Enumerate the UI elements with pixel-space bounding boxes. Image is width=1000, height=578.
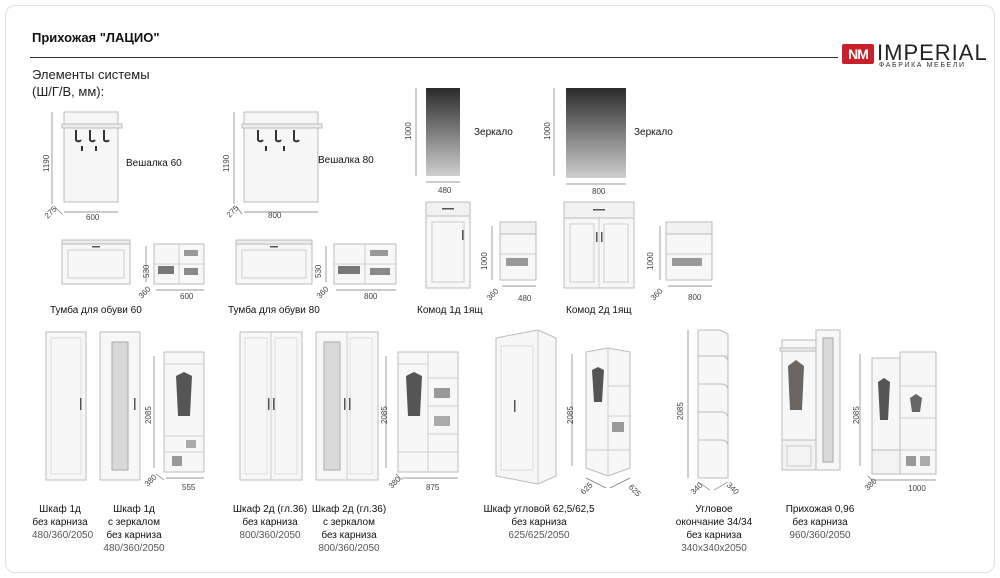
wardrobe-1d-height: 2085 xyxy=(144,406,153,424)
wardrobe-1d-drawing xyxy=(45,331,205,481)
mirror-800-drawing xyxy=(553,88,626,185)
hanger-60-width: 600 xyxy=(86,213,100,222)
subtitle-line-1: Элементы системы xyxy=(32,67,150,82)
corner-end-dims: 340x340x2050 xyxy=(681,543,747,554)
hallway-096-width: 1000 xyxy=(908,484,926,493)
wardrobe-2d-drawing xyxy=(239,331,459,481)
corner-end-height: 2085 xyxy=(676,402,685,420)
wardrobe-2d-height: 2085 xyxy=(380,406,389,424)
shoe-cabinet-60-height: 530 xyxy=(142,264,151,278)
wardrobe-1d-mirror-line2: с зеркалом xyxy=(108,517,160,528)
shoe-cabinet-80-width: 800 xyxy=(364,292,378,301)
wardrobe-1d-line1: Шкаф 1д xyxy=(39,504,81,515)
wardrobe-2d-mirror-caption: Шкаф 2д (гл.36) с зеркалом без карниза 8… xyxy=(309,503,389,555)
corner-end-line2: окончание 34/34 xyxy=(675,517,753,528)
mirror-800-height: 1000 xyxy=(543,122,552,140)
shoe-cabinet-80-height: 530 xyxy=(314,264,323,278)
mirror-480-height: 1000 xyxy=(404,122,413,140)
mirror-480-drawing xyxy=(415,88,460,183)
wardrobe-2d-mirror-dims: 800/360/2050 xyxy=(318,543,380,554)
corner-wardrobe-caption: Шкаф угловой 62,5/62,5 без карниза 625/6… xyxy=(468,503,610,542)
wardrobe-2d-mirror-line3: без карниза xyxy=(321,530,377,541)
header-rule xyxy=(30,57,838,58)
corner-end-drawing xyxy=(687,329,729,491)
corner-end-caption: Угловое окончание 34/34 без карниза 340x… xyxy=(672,503,756,555)
hallway-096-height: 2085 xyxy=(852,406,861,424)
hallway-096-line1: Прихожая 0,96 xyxy=(785,504,855,515)
brand-tagline: ФАБРИКА МЕБЕЛИ xyxy=(879,62,966,69)
dresser-2d-drawing xyxy=(563,201,713,289)
hallway-096-caption: Прихожая 0,96 без карниза 960/360/2050 xyxy=(778,503,862,542)
shoe-cabinet-80-caption: Тумба для обуви 80 xyxy=(228,305,320,316)
page-title: Прихожая "ЛАЦИО" xyxy=(32,30,160,45)
dresser-2d-width: 800 xyxy=(688,293,702,302)
corner-wardrobe-drawing xyxy=(495,329,631,489)
wardrobe-2d-line1: Шкаф 2д (гл.36) xyxy=(232,504,308,515)
wardrobe-1d-mirror-dims: 480/360/2050 xyxy=(103,543,165,554)
mirror-480-width: 480 xyxy=(438,186,452,195)
wardrobe-1d-mirror-caption: Шкаф 1д с зеркалом без карниза 480/360/2… xyxy=(101,503,167,555)
shoe-cabinet-80-drawing xyxy=(235,239,397,291)
wardrobe-2d-caption: Шкаф 2д (гл.36) без карниза 800/360/2050 xyxy=(231,503,309,542)
wardrobe-1d-caption: Шкаф 1д без карниза 480/360/2050 xyxy=(32,503,94,542)
wardrobe-2d-dims: 800/360/2050 xyxy=(239,530,301,541)
wardrobe-1d-line2: без карниза xyxy=(32,517,88,528)
corner-wardrobe-height: 2085 xyxy=(566,406,575,424)
dresser-1d-width: 480 xyxy=(518,294,532,303)
wardrobe-1d-mirror-line3: без карниза xyxy=(106,530,162,541)
dresser-1d-height: 1000 xyxy=(480,252,489,270)
wardrobe-1d-dims: 480/360/2050 xyxy=(32,530,94,541)
shoe-cabinet-60-caption: Тумба для обуви 60 xyxy=(50,305,142,316)
dresser-1d-drawing xyxy=(425,201,537,289)
hallway-096-dims: 960/360/2050 xyxy=(789,530,851,541)
hanger-60-height: 1190 xyxy=(42,154,51,172)
hanger-60-drawing xyxy=(51,111,123,215)
wardrobe-2d-mirror-line2: с зеркалом xyxy=(323,517,375,528)
corner-end-line1: Угловое xyxy=(695,504,733,515)
wardrobe-2d-line2: без карниза xyxy=(242,517,298,528)
hallway-096-line2: без карниза xyxy=(792,517,848,528)
corner-end-line3: без карниза xyxy=(686,530,742,541)
dresser-1d-caption: Комод 1д 1ящ xyxy=(417,305,483,316)
wardrobe-2d-width: 875 xyxy=(426,483,440,492)
mirror-800-width: 800 xyxy=(592,187,606,196)
mirror-800-label: Зеркало xyxy=(634,127,673,138)
corner-wardrobe-line2: без карниза xyxy=(511,517,567,528)
wardrobe-1d-width: 555 xyxy=(182,483,196,492)
shoe-cabinet-60-width: 600 xyxy=(180,292,194,301)
brand-name: IMPERIAL xyxy=(877,40,988,65)
brand-logo-mark: NM xyxy=(842,44,874,64)
corner-wardrobe-line1: Шкаф угловой 62,5/62,5 xyxy=(483,504,595,515)
hanger-80-label: Вешалка 80 xyxy=(318,155,374,166)
hanger-80-width: 800 xyxy=(268,211,282,220)
hanger-80-drawing xyxy=(233,111,323,215)
dresser-2d-height: 1000 xyxy=(646,252,655,270)
mirror-480-label: Зеркало xyxy=(474,127,513,138)
brand-logo-letters: NM xyxy=(848,46,869,62)
wardrobe-2d-mirror-line1: Шкаф 2д (гл.36) xyxy=(311,504,387,515)
subtitle-line-2: (Ш/Г/В, мм): xyxy=(32,84,105,99)
hanger-80-height: 1190 xyxy=(222,154,231,172)
hallway-096-drawing xyxy=(779,329,937,483)
dresser-2d-caption: Комод 2д 1ящ xyxy=(566,305,632,316)
hanger-60-label: Вешалка 60 xyxy=(126,158,182,169)
wardrobe-1d-mirror-line1: Шкаф 1д xyxy=(113,504,155,515)
corner-wardrobe-dims: 625/625/2050 xyxy=(508,530,570,541)
shoe-cabinet-60-drawing xyxy=(61,239,205,291)
